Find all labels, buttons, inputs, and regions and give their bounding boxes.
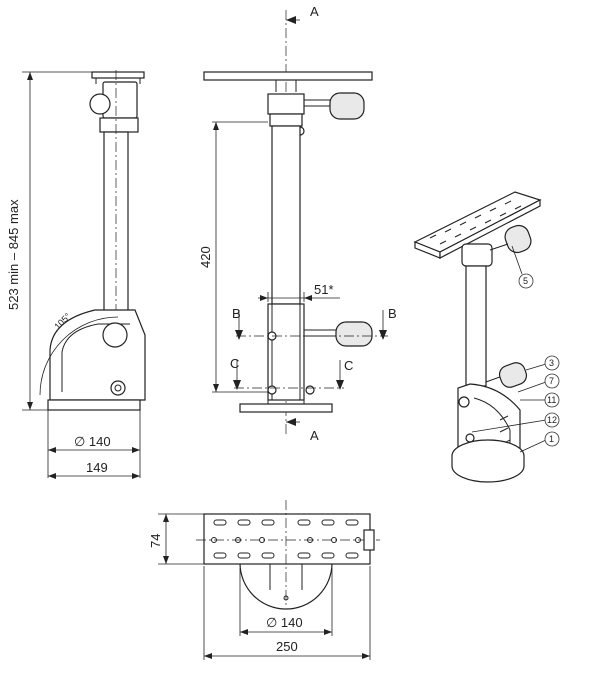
arm-offset-label: 51*	[314, 282, 334, 297]
callout-11: 11	[547, 395, 556, 405]
section-c-right: C	[344, 358, 353, 373]
callout-1: 1	[549, 434, 554, 444]
base-width-label: 149	[86, 460, 108, 475]
perspective-view: 5 3 7 11 12 1	[413, 191, 560, 483]
section-a-bottom: A	[310, 428, 319, 443]
height-range-label: 523 min – 845 max	[6, 199, 21, 310]
plate-length-label: 250	[276, 639, 298, 654]
base-diameter-top: ∅ 140	[266, 615, 303, 630]
callout-12: 12	[547, 415, 557, 425]
section-b-right: B	[388, 306, 397, 321]
top-view: 74 ∅ 140 250	[148, 500, 380, 660]
side-view: 523 min – 845 max 105° ∅ 140 149	[6, 70, 146, 479]
section-c-left: C	[230, 356, 239, 371]
section-b-left: B	[232, 306, 241, 321]
front-view: A A 420 51*	[198, 4, 397, 443]
callout-7: 7	[549, 376, 554, 386]
callout-3: 3	[549, 358, 554, 368]
plate-depth-label: 74	[148, 534, 163, 548]
section-a-top: A	[310, 4, 319, 19]
pole-length-label: 420	[198, 246, 213, 268]
base-diameter-side: ∅ 140	[74, 434, 111, 449]
callout-5: 5	[523, 276, 528, 286]
